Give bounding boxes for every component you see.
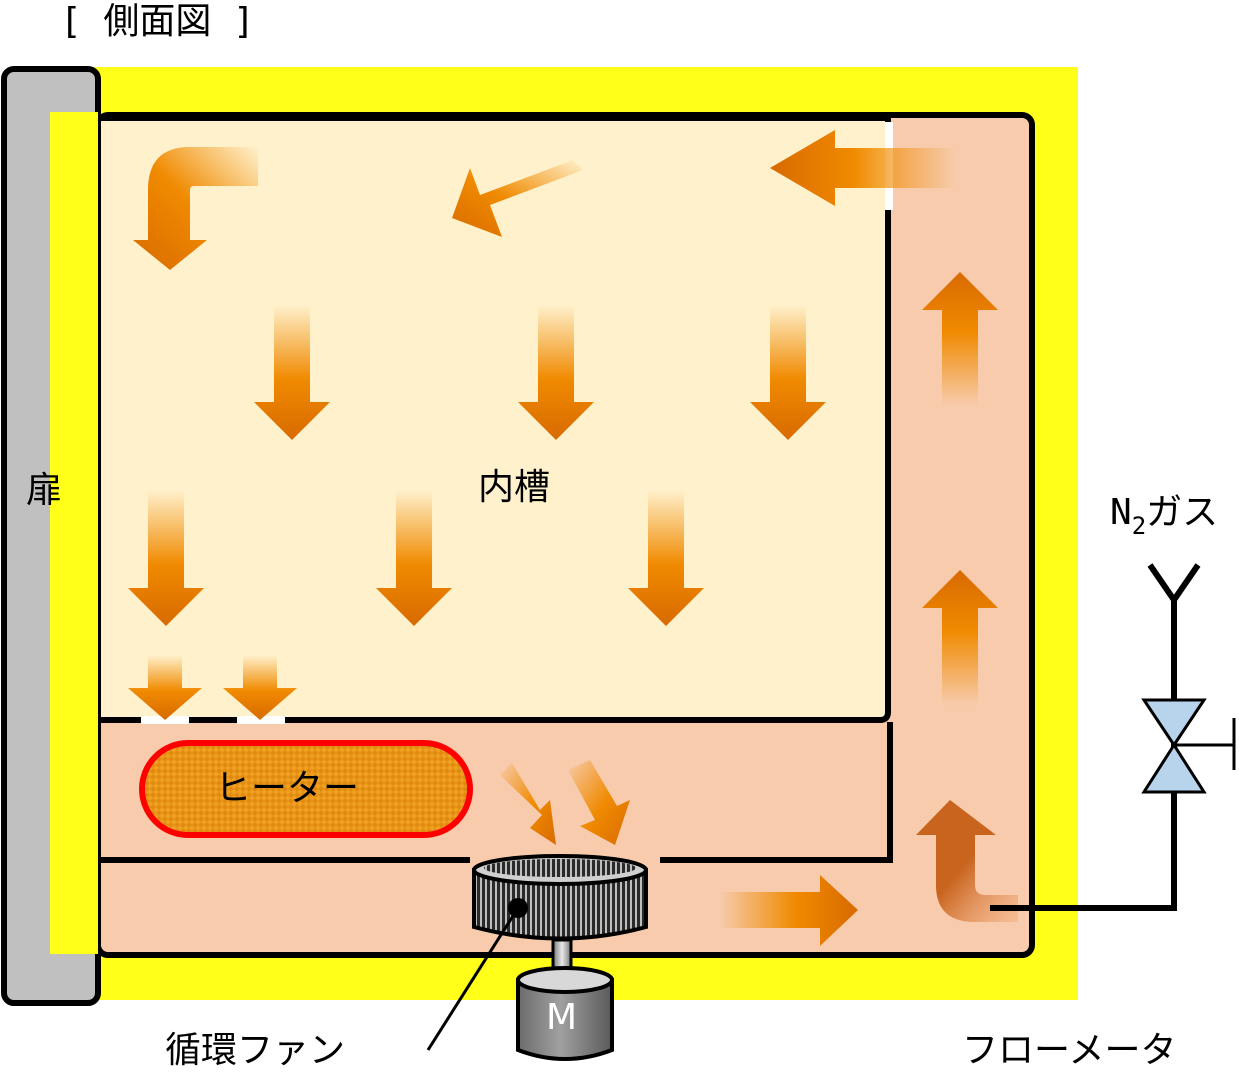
valve-upper: [1141, 698, 1207, 748]
door-label: 扉: [26, 470, 63, 511]
n2-gas-subscript: 2: [1131, 512, 1147, 540]
heater: [139, 740, 473, 838]
arrow-curve-n2-inlet: [916, 800, 1018, 922]
door-insulation: [50, 112, 98, 954]
arrow-to-fan-1: [500, 763, 556, 845]
n2-piping: [990, 563, 1236, 911]
arrow-up-1: [922, 272, 998, 405]
n2-gas-text: ガス: [1146, 492, 1219, 533]
arrow-down-3: [750, 305, 826, 440]
fan-leader-line: [426, 907, 520, 1051]
arrow-right-bottom: [720, 875, 858, 946]
motor-label: M: [546, 997, 578, 1038]
heater-label: ヒーター: [215, 768, 360, 809]
inner-chamber: [101, 115, 891, 723]
arrow-curve-top-left: [133, 147, 258, 270]
valve-lower: [1141, 742, 1207, 794]
arrow-down-2: [518, 305, 594, 440]
arrow-down-1: [254, 305, 330, 440]
flowmeter-label: フローメータ: [962, 1030, 1177, 1071]
n2-gas-n: N: [1110, 492, 1132, 533]
fan-label: 循環ファン: [165, 1030, 346, 1071]
arrow-down-4: [128, 490, 204, 626]
arrow-to-fan-2: [568, 760, 630, 845]
arrow-down-5: [376, 490, 452, 626]
vent-opening-2: [237, 716, 285, 724]
arrow-left-top: [770, 130, 955, 206]
arrow-down-6: [628, 490, 704, 626]
arrow-up-2: [922, 570, 998, 705]
arrow-vent-1: [128, 655, 202, 720]
circulation-fan: [472, 854, 648, 941]
n2-gas-label: N2ガス: [1110, 492, 1219, 539]
view-title: [ 側面図 ]: [60, 1, 255, 42]
duct-divider: [101, 722, 893, 863]
motor: [516, 966, 614, 1061]
arrow-diagonal-top: [452, 160, 583, 237]
arrow-vent-2: [223, 655, 297, 720]
inner-chamber-label: 内槽: [478, 467, 551, 508]
